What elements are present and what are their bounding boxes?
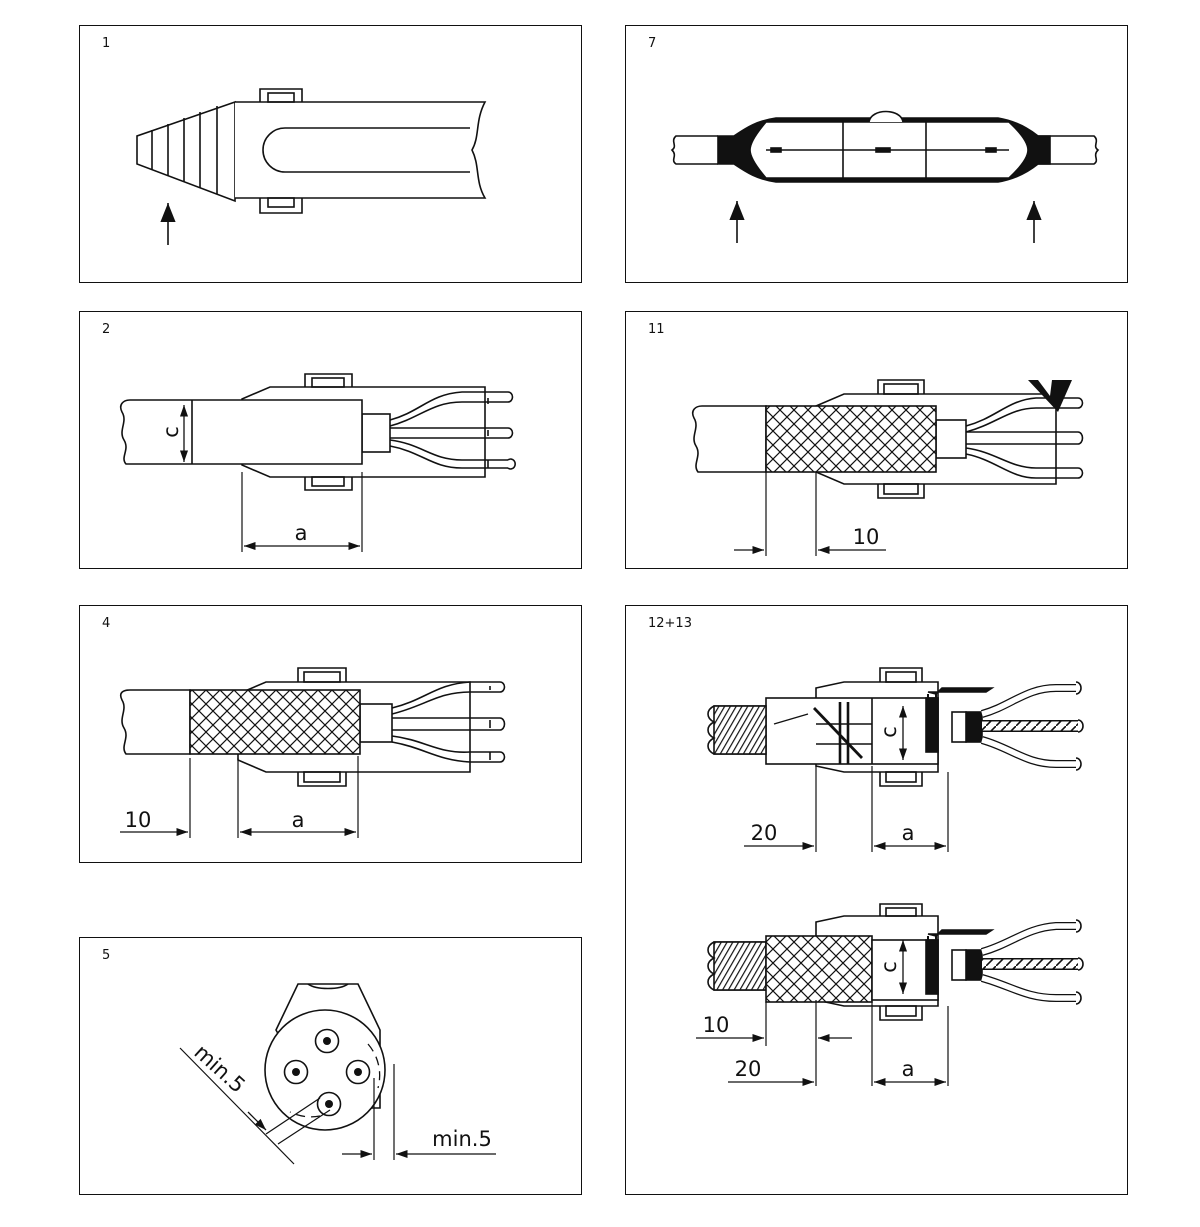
- a-label: a: [292, 808, 305, 832]
- panel-number: 5: [102, 948, 111, 963]
- panel-number: 2: [102, 322, 111, 337]
- a-top-label: a: [902, 821, 915, 845]
- c-label: c: [159, 426, 183, 438]
- connector-drawing-11: 10: [691, 379, 1084, 556]
- panel-number: 1: [102, 36, 111, 51]
- dim-10-bottom-label: 10: [703, 1013, 730, 1037]
- panel-12-13: 12+13: [625, 605, 1128, 1195]
- c-label-top: c: [877, 726, 901, 738]
- connector-drawing-12-13: c 20 a: [696, 667, 1084, 1087]
- panel-number: 12+13: [648, 616, 692, 631]
- panel-number: 4: [102, 616, 111, 631]
- panel-5: 5 min.5: [79, 937, 582, 1195]
- c-label-bottom: c: [877, 961, 901, 973]
- a-bottom-label: a: [902, 1057, 915, 1081]
- connector-drawing-4: 10 a: [119, 667, 506, 838]
- connector-drawing-1: [136, 88, 487, 245]
- panel-7: 7: [625, 25, 1128, 283]
- a-label: a: [295, 521, 308, 545]
- dim-10-label: 10: [125, 808, 152, 832]
- panel-number: 11: [648, 322, 665, 337]
- min-5-right-label: min.5: [432, 1127, 492, 1151]
- dim-20-top-label: 20: [751, 821, 778, 845]
- panel-4: 4 10 a: [79, 605, 582, 863]
- dim-20-bottom-label: 20: [735, 1057, 762, 1081]
- panel-2: 2 c: [79, 311, 582, 569]
- joint-drawing-7: [670, 110, 1100, 243]
- connector-drawing-2: c a: [119, 373, 516, 552]
- panel-1: 1: [79, 25, 582, 283]
- dim-10-label: 10: [853, 525, 880, 549]
- panel-11: 11: [625, 311, 1128, 569]
- panel-number: 7: [648, 36, 657, 51]
- insert-face-drawing-5: min.5 min.5: [179, 983, 496, 1165]
